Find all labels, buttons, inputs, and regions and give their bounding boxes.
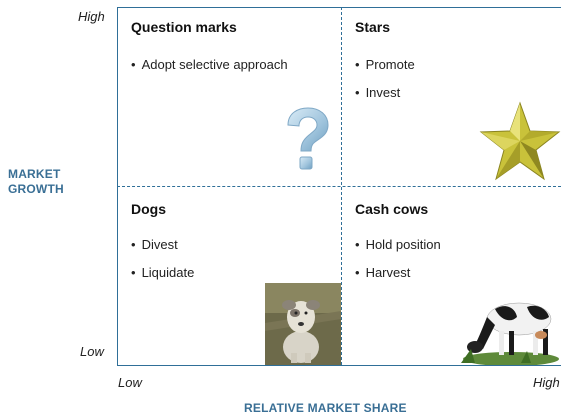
quadrant-bullet-list: Divest Liquidate (131, 237, 195, 280)
quadrant-bullet-list: Promote Invest (355, 57, 415, 100)
dog-photo (265, 283, 341, 365)
list-item: Divest (131, 237, 194, 252)
quadrant-title: Cash cows (355, 201, 429, 217)
cow-photo (461, 283, 561, 365)
list-item: Liquidate (131, 265, 195, 280)
list-item: Promote (355, 57, 415, 72)
quadrant-title: Dogs (131, 201, 166, 217)
list-item: Harvest (355, 265, 441, 280)
x-axis-title: RELATIVE MARKET SHARE (244, 401, 407, 415)
x-axis-line (117, 365, 561, 366)
quadrant-question-marks: Question marks Adopt selective approach (131, 19, 288, 85)
quadrant-title: Stars (355, 19, 391, 35)
y-axis-title-line2: GROWTH (8, 182, 64, 196)
bcg-matrix: Question marks Adopt selective approach … (117, 7, 561, 366)
quadrant-dogs: Dogs Divest Liquidate (131, 201, 194, 293)
question-mark-icon (287, 107, 329, 170)
list-item: Hold position (355, 237, 441, 252)
y-axis-low-label: Low (80, 344, 104, 359)
list-item: Adopt selective approach (131, 57, 288, 72)
quadrant-bullet-list: Adopt selective approach (131, 57, 288, 72)
x-axis-high-label: High (533, 375, 560, 390)
horizontal-divider (117, 186, 561, 187)
y-axis-title-line1: MARKET (8, 167, 61, 181)
quadrant-bullet-list: Hold position Harvest (355, 237, 441, 280)
y-axis-title: MARKET GROWTH (8, 167, 64, 197)
quadrant-title: Question marks (131, 19, 237, 35)
list-item: Invest (355, 85, 415, 100)
quadrant-cash-cows: Cash cows Hold position Harvest (355, 201, 441, 293)
x-axis-low-label: Low (118, 375, 142, 390)
matrix-top-border (117, 7, 561, 8)
y-axis-high-label: High (78, 9, 105, 24)
star-icon (479, 101, 561, 181)
quadrant-stars: Stars Promote Invest (355, 19, 415, 113)
